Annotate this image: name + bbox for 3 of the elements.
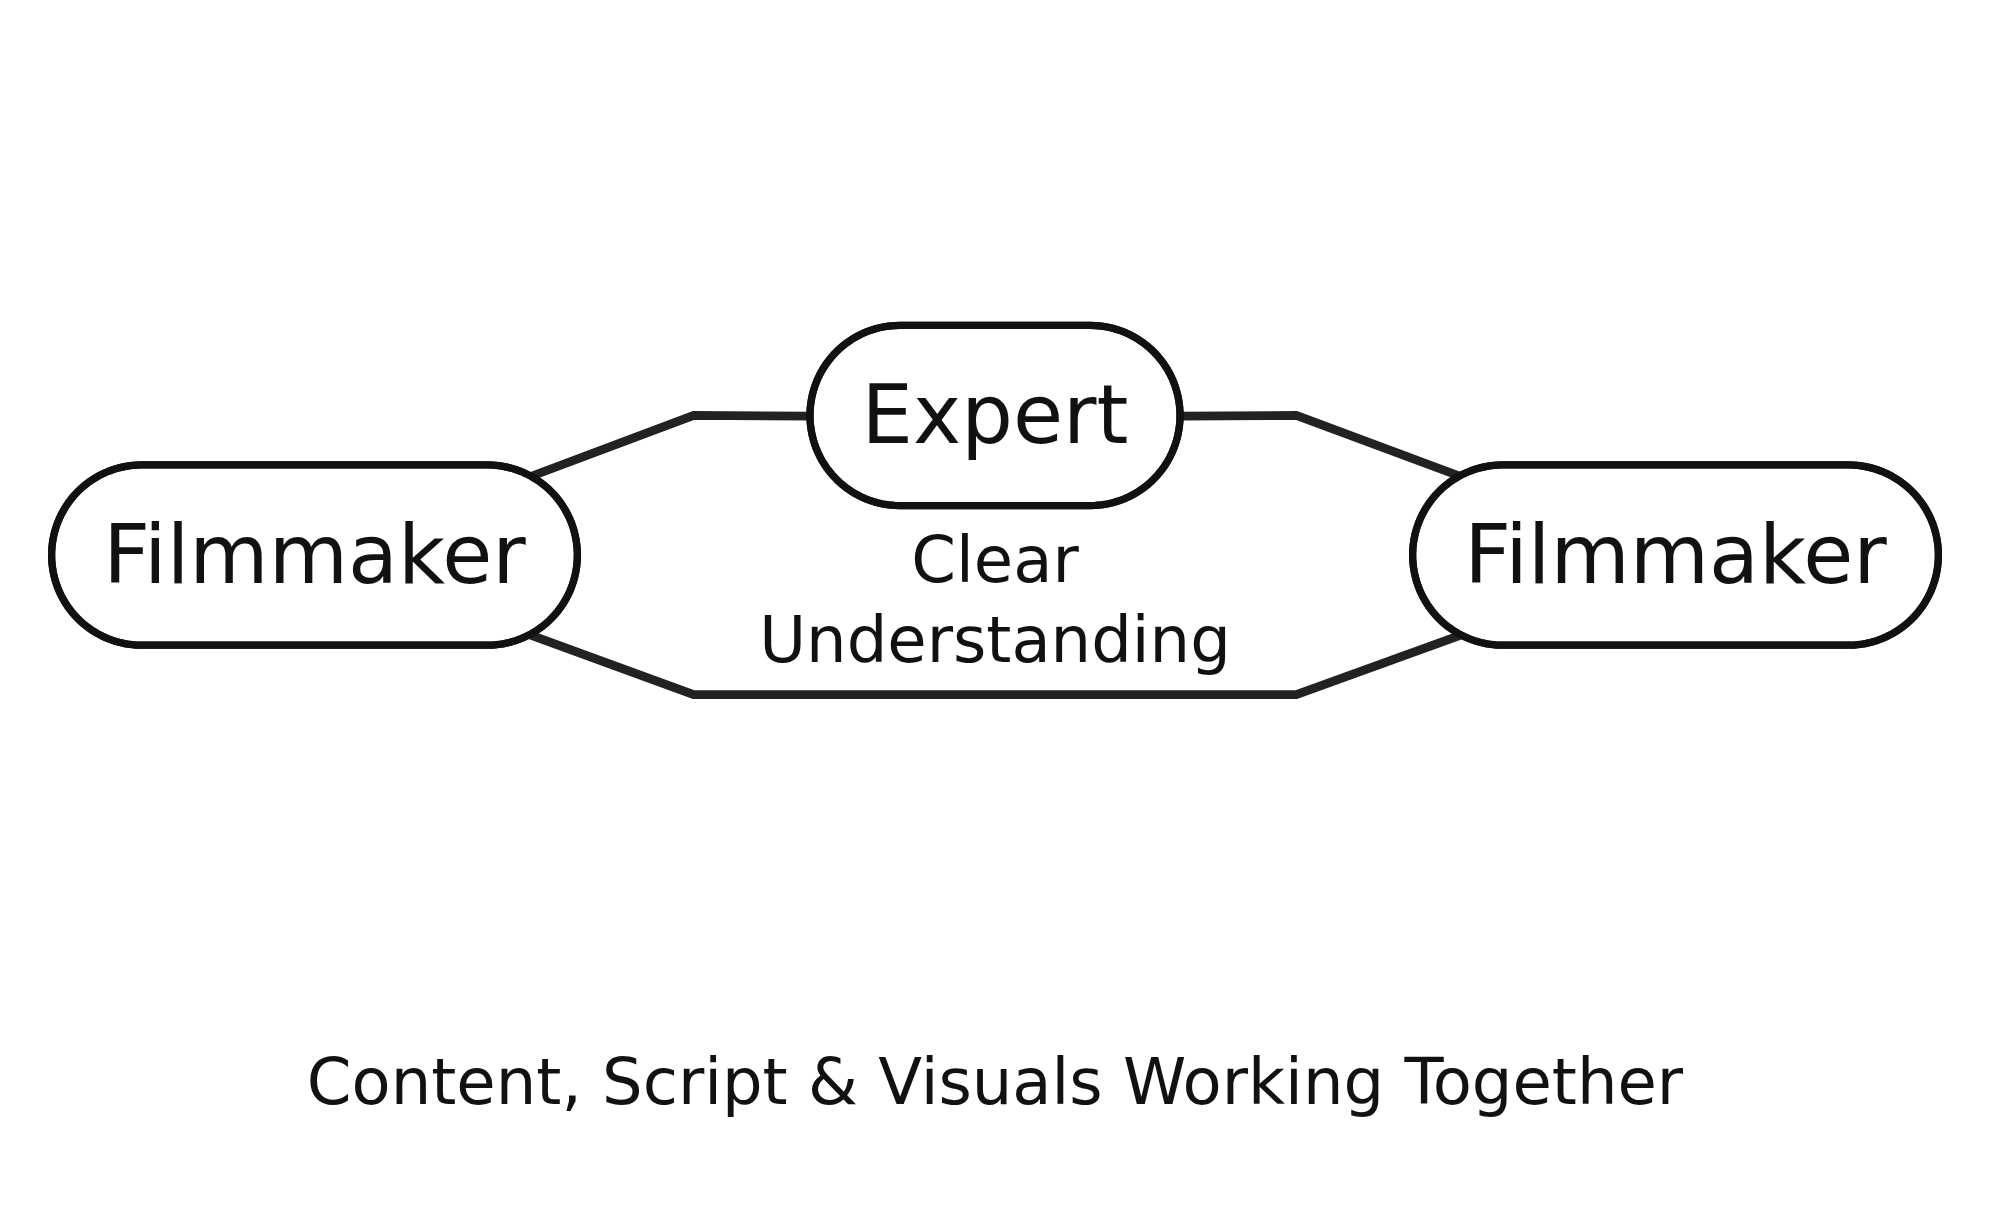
caption: Content, Script & Visuals Working Together (306, 1045, 1684, 1119)
center-label: Clear Understanding (758, 522, 1232, 680)
connector (529, 631, 1463, 700)
